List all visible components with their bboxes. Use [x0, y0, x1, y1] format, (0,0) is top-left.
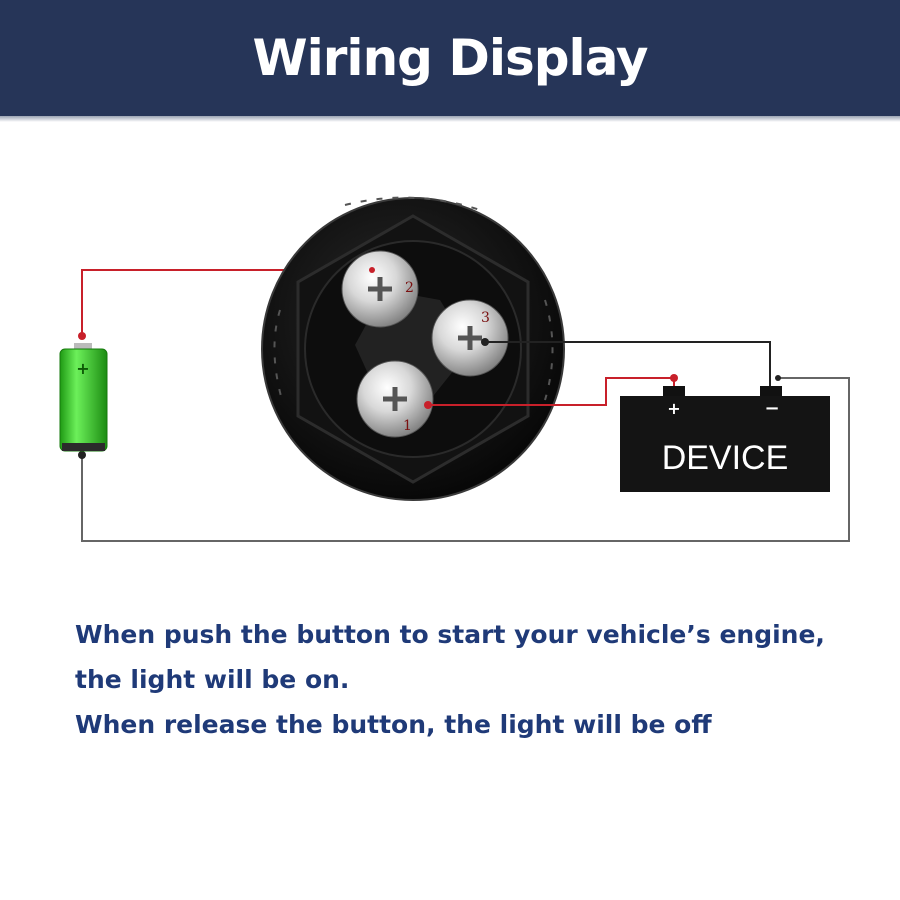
- device-negative-dot: [775, 375, 781, 381]
- device-box: [620, 386, 830, 492]
- push-switch-body: [261, 196, 565, 501]
- terminal-2-dot: [369, 267, 375, 273]
- device-positive-dot: [670, 374, 678, 382]
- device-minus-label: −: [764, 398, 779, 419]
- terminal-3-label: 3: [481, 310, 490, 326]
- header-shadow: [0, 116, 900, 122]
- caption-text: When push the button to start your vehic…: [75, 612, 875, 747]
- caption-line-1: When push the button to start your vehic…: [75, 620, 825, 649]
- ground-wire: [81, 377, 850, 542]
- caption-line-3: When release the button, the light will …: [75, 710, 712, 739]
- caption-line-2: the light will be on.: [75, 665, 350, 694]
- page-title: Wiring Display: [252, 29, 648, 87]
- terminal-2-label: 2: [405, 280, 414, 296]
- battery-negative-dot: [78, 451, 86, 459]
- device-label: DEVICE: [662, 439, 789, 477]
- terminal-3-dot: [481, 338, 489, 346]
- terminal-1-label: 1: [403, 418, 412, 434]
- positive-wire-battery-to-terminal-2: [81, 269, 372, 336]
- battery-positive-dot: [78, 332, 86, 340]
- terminal-1-dot: [424, 401, 432, 409]
- battery-plus-mark: +: [76, 359, 89, 378]
- terminal-1-screw: [356, 360, 434, 438]
- battery: [59, 343, 108, 452]
- header-banner: Wiring Display: [0, 0, 900, 116]
- terminal-3-screw: [431, 299, 509, 377]
- terminal-2-screw: [341, 250, 419, 328]
- device-plus-label: +: [667, 399, 680, 418]
- negative-wire-terminal-3-to-device: [485, 341, 771, 392]
